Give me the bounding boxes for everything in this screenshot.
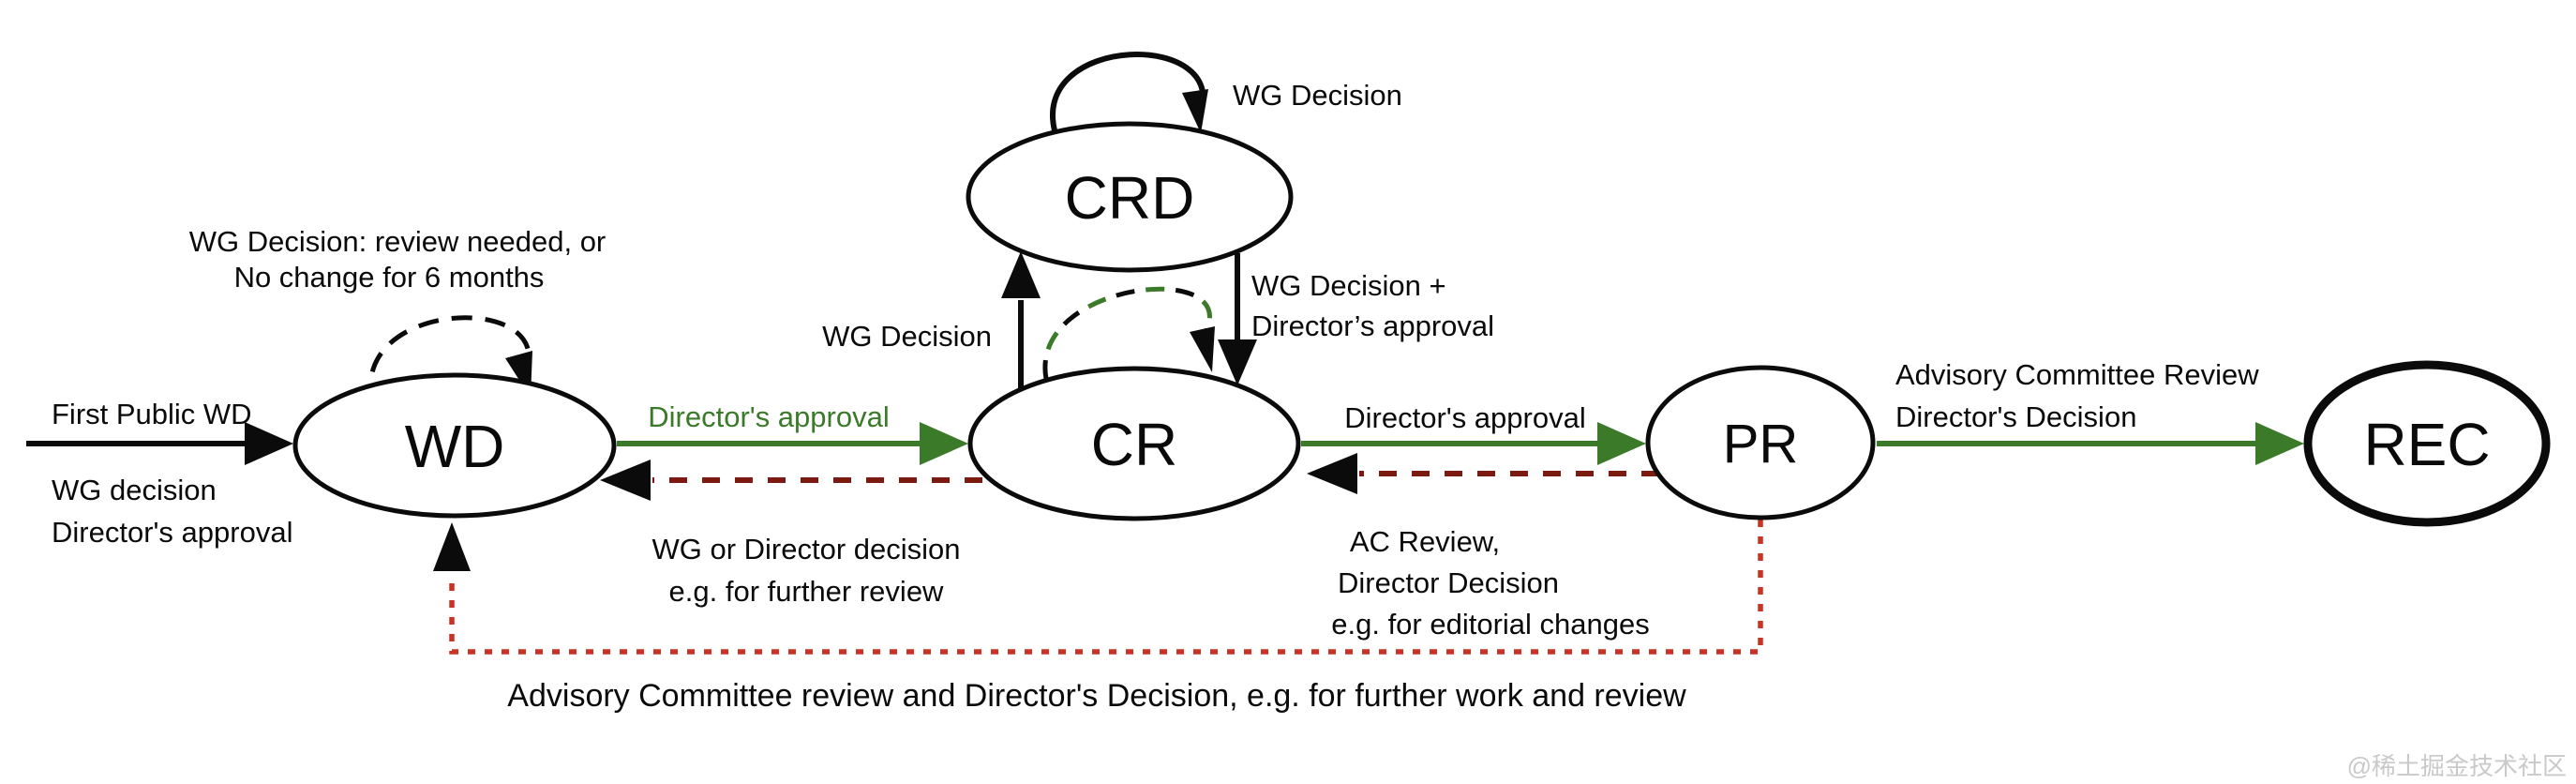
edge-label-wd-loop-2: No change for 6 months bbox=[234, 261, 545, 294]
node-crd-ellipse bbox=[966, 121, 1294, 273]
node-wd-label: WD bbox=[405, 413, 505, 480]
edge-label-wg-decision-loop: WG Decision bbox=[1233, 79, 1402, 112]
edge-crd-self-loop: WG Decision bbox=[1050, 52, 1402, 138]
edge-cr-to-crd: WG Decision bbox=[822, 251, 1041, 389]
edge-label-directors-approval-3: Director's approval bbox=[1344, 401, 1585, 434]
edge-label-ac-review-2: Advisory Committee Review bbox=[1895, 358, 2259, 391]
arrowhead-icon bbox=[433, 522, 471, 571]
edge-label-directors-approval-2: Director’s approval bbox=[1251, 309, 1494, 342]
edge-label-wg-decision-up: WG Decision bbox=[822, 320, 992, 353]
edge-label-directors-approval-green: Director's approval bbox=[648, 400, 889, 433]
watermark: @稀土掘金技术社区 bbox=[2347, 752, 2567, 780]
edge-curve bbox=[1050, 52, 1206, 138]
edge-pr-to-wd: Advisory Committee review and Director's… bbox=[433, 520, 1763, 714]
edge-label-editorial-changes: e.g. for editorial changes bbox=[1331, 608, 1650, 641]
edge-label-wg-or-director: WG or Director decision bbox=[651, 533, 960, 565]
edge-label-wg-decision: WG decision bbox=[52, 474, 217, 506]
edge-label-directors-approval: Director's approval bbox=[52, 516, 292, 549]
node-crd-label: CRD bbox=[1065, 164, 1195, 232]
arrowhead-icon bbox=[1307, 453, 1357, 494]
edge-curve-green-dashes bbox=[1042, 286, 1212, 380]
edge-curve bbox=[367, 315, 532, 406]
node-wd-ellipse bbox=[292, 372, 617, 519]
node-rec-ellipse bbox=[2303, 360, 2551, 527]
edge-cr-to-wd: WG or Director decision e.g. for further… bbox=[600, 460, 982, 608]
bottom-note: Advisory Committee review and Director's… bbox=[507, 678, 1686, 714]
arrowhead-icon bbox=[1190, 326, 1215, 372]
edge-label-directors-decision: Director's Decision bbox=[1895, 400, 2136, 433]
arrowhead-icon bbox=[2255, 422, 2304, 465]
edge-cr-self-loop bbox=[1042, 286, 1215, 380]
arrowhead-icon bbox=[600, 460, 651, 501]
arrowhead-icon bbox=[245, 422, 293, 465]
node-rec-label: REC bbox=[2363, 411, 2490, 478]
node-pr: PR bbox=[1645, 365, 1876, 520]
edge-label-first-public-wd: First Public WD bbox=[52, 398, 252, 430]
arrowhead-icon bbox=[1597, 422, 1646, 465]
edge-cr-to-pr: Director's approval bbox=[1301, 401, 1646, 465]
arrowhead-icon bbox=[1001, 251, 1041, 298]
edge-label-director-decision: Director Decision bbox=[1338, 566, 1559, 599]
edge-wd-to-cr: Director's approval bbox=[617, 400, 968, 465]
node-rec: REC bbox=[2303, 360, 2551, 527]
edge-pr-to-rec: Advisory Committee Review Director's Dec… bbox=[1877, 358, 2304, 465]
arrowhead-icon bbox=[1218, 339, 1257, 385]
node-cr-label: CR bbox=[1091, 411, 1177, 478]
edge-crd-to-cr: WG Decision + Director’s approval bbox=[1218, 253, 1494, 385]
arrowhead-icon bbox=[1182, 89, 1208, 133]
arrowhead-icon bbox=[920, 422, 968, 465]
edge-start-to-wd: First Public WD WG decision Director's a… bbox=[26, 398, 293, 549]
node-cr: CR bbox=[967, 366, 1301, 521]
edge-label-ac-review: AC Review, bbox=[1350, 525, 1500, 558]
node-crd: CRD bbox=[966, 121, 1294, 273]
edge-label-wg-decision-plus: WG Decision + bbox=[1251, 269, 1446, 302]
node-cr-ellipse bbox=[967, 366, 1301, 521]
node-wd: WD bbox=[292, 372, 617, 519]
edge-wd-self-loop: WG Decision: review needed, or No change… bbox=[189, 225, 607, 406]
edge-curve-black-dashes bbox=[1042, 286, 1212, 380]
edge-label-wd-loop-1: WG Decision: review needed, or bbox=[189, 225, 607, 258]
edge-pr-to-cr: AC Review, Director Decision e.g. for ed… bbox=[1307, 453, 1659, 641]
node-pr-label: PR bbox=[1723, 414, 1799, 475]
edge-label-further-review: e.g. for further review bbox=[669, 575, 945, 608]
node-pr-ellipse bbox=[1645, 365, 1876, 520]
